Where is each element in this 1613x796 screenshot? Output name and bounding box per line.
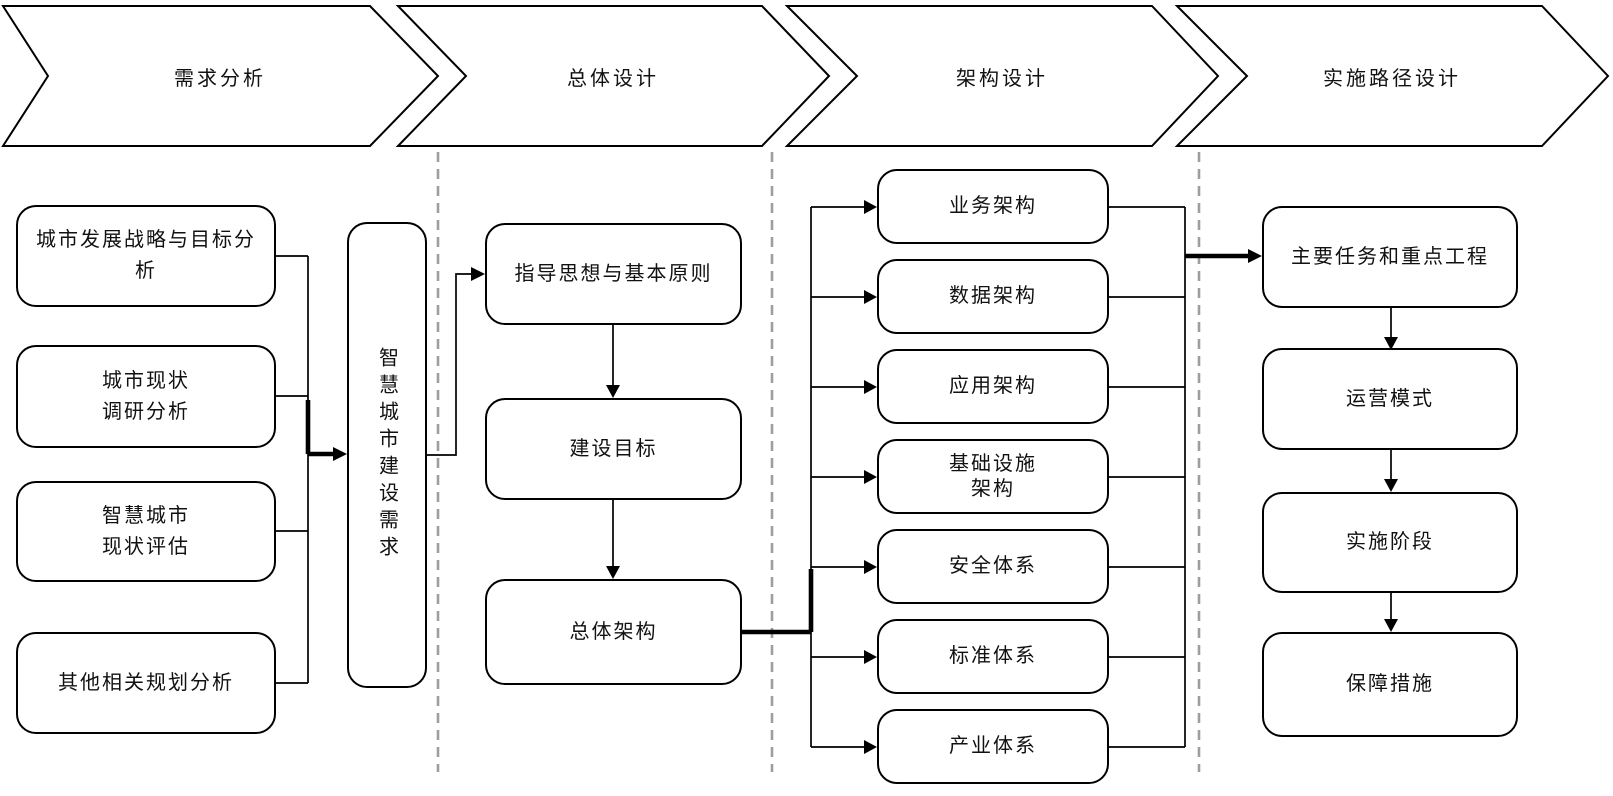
phase-label-overall-design: 总体设计 [567,68,659,90]
node-construction-goals: 建设目标 [485,398,742,500]
node-city-strategy-goal-analysis: 城市发展战略与目标分析 [16,205,276,307]
node-application-architecture: 应用架构 [877,349,1109,424]
arrowheads [333,200,1398,754]
thick-connectors [305,253,1251,635]
phase-label-demand-analysis: 需求分析 [174,68,266,90]
vertical-label: 智慧城市建设需求 [375,347,398,563]
chevron-architecture-design [784,5,1220,147]
chevron-demand-analysis [1,5,440,147]
node-infrastructure-architecture: 基础设施 架构 [877,439,1109,514]
node-guiding-principles: 指导思想与基本原则 [485,223,742,325]
node-city-status-research: 城市现状 调研分析 [16,345,276,448]
thin-connectors [276,206,1392,748]
node-industry-system: 产业体系 [877,709,1109,784]
chevron-implementation-path [1174,5,1610,147]
node-operation-model: 运营模式 [1262,348,1518,450]
node-business-architecture: 业务架构 [877,169,1109,244]
node-security-system: 安全体系 [877,529,1109,604]
node-overall-architecture: 总体架构 [485,579,742,685]
phase-label-implementation-path: 实施路径设计 [1323,68,1461,90]
node-standards-system: 标准体系 [877,619,1109,694]
node-main-tasks-key-projects: 主要任务和重点工程 [1262,206,1518,308]
phase-label-architecture-design: 架构设计 [956,68,1048,90]
node-data-architecture: 数据架构 [877,259,1109,334]
node-implementation-stages: 实施阶段 [1262,492,1518,593]
node-safeguard-measures: 保障措施 [1262,632,1518,737]
phase-chevrons [1,5,1610,147]
node-other-planning-analysis: 其他相关规划分析 [16,632,276,734]
node-smart-city-construction-requirements: 智慧城市建设需求 [347,222,427,688]
node-smart-city-status-evaluation: 智慧城市 现状评估 [16,481,276,582]
chevron-overall-design [395,5,831,147]
